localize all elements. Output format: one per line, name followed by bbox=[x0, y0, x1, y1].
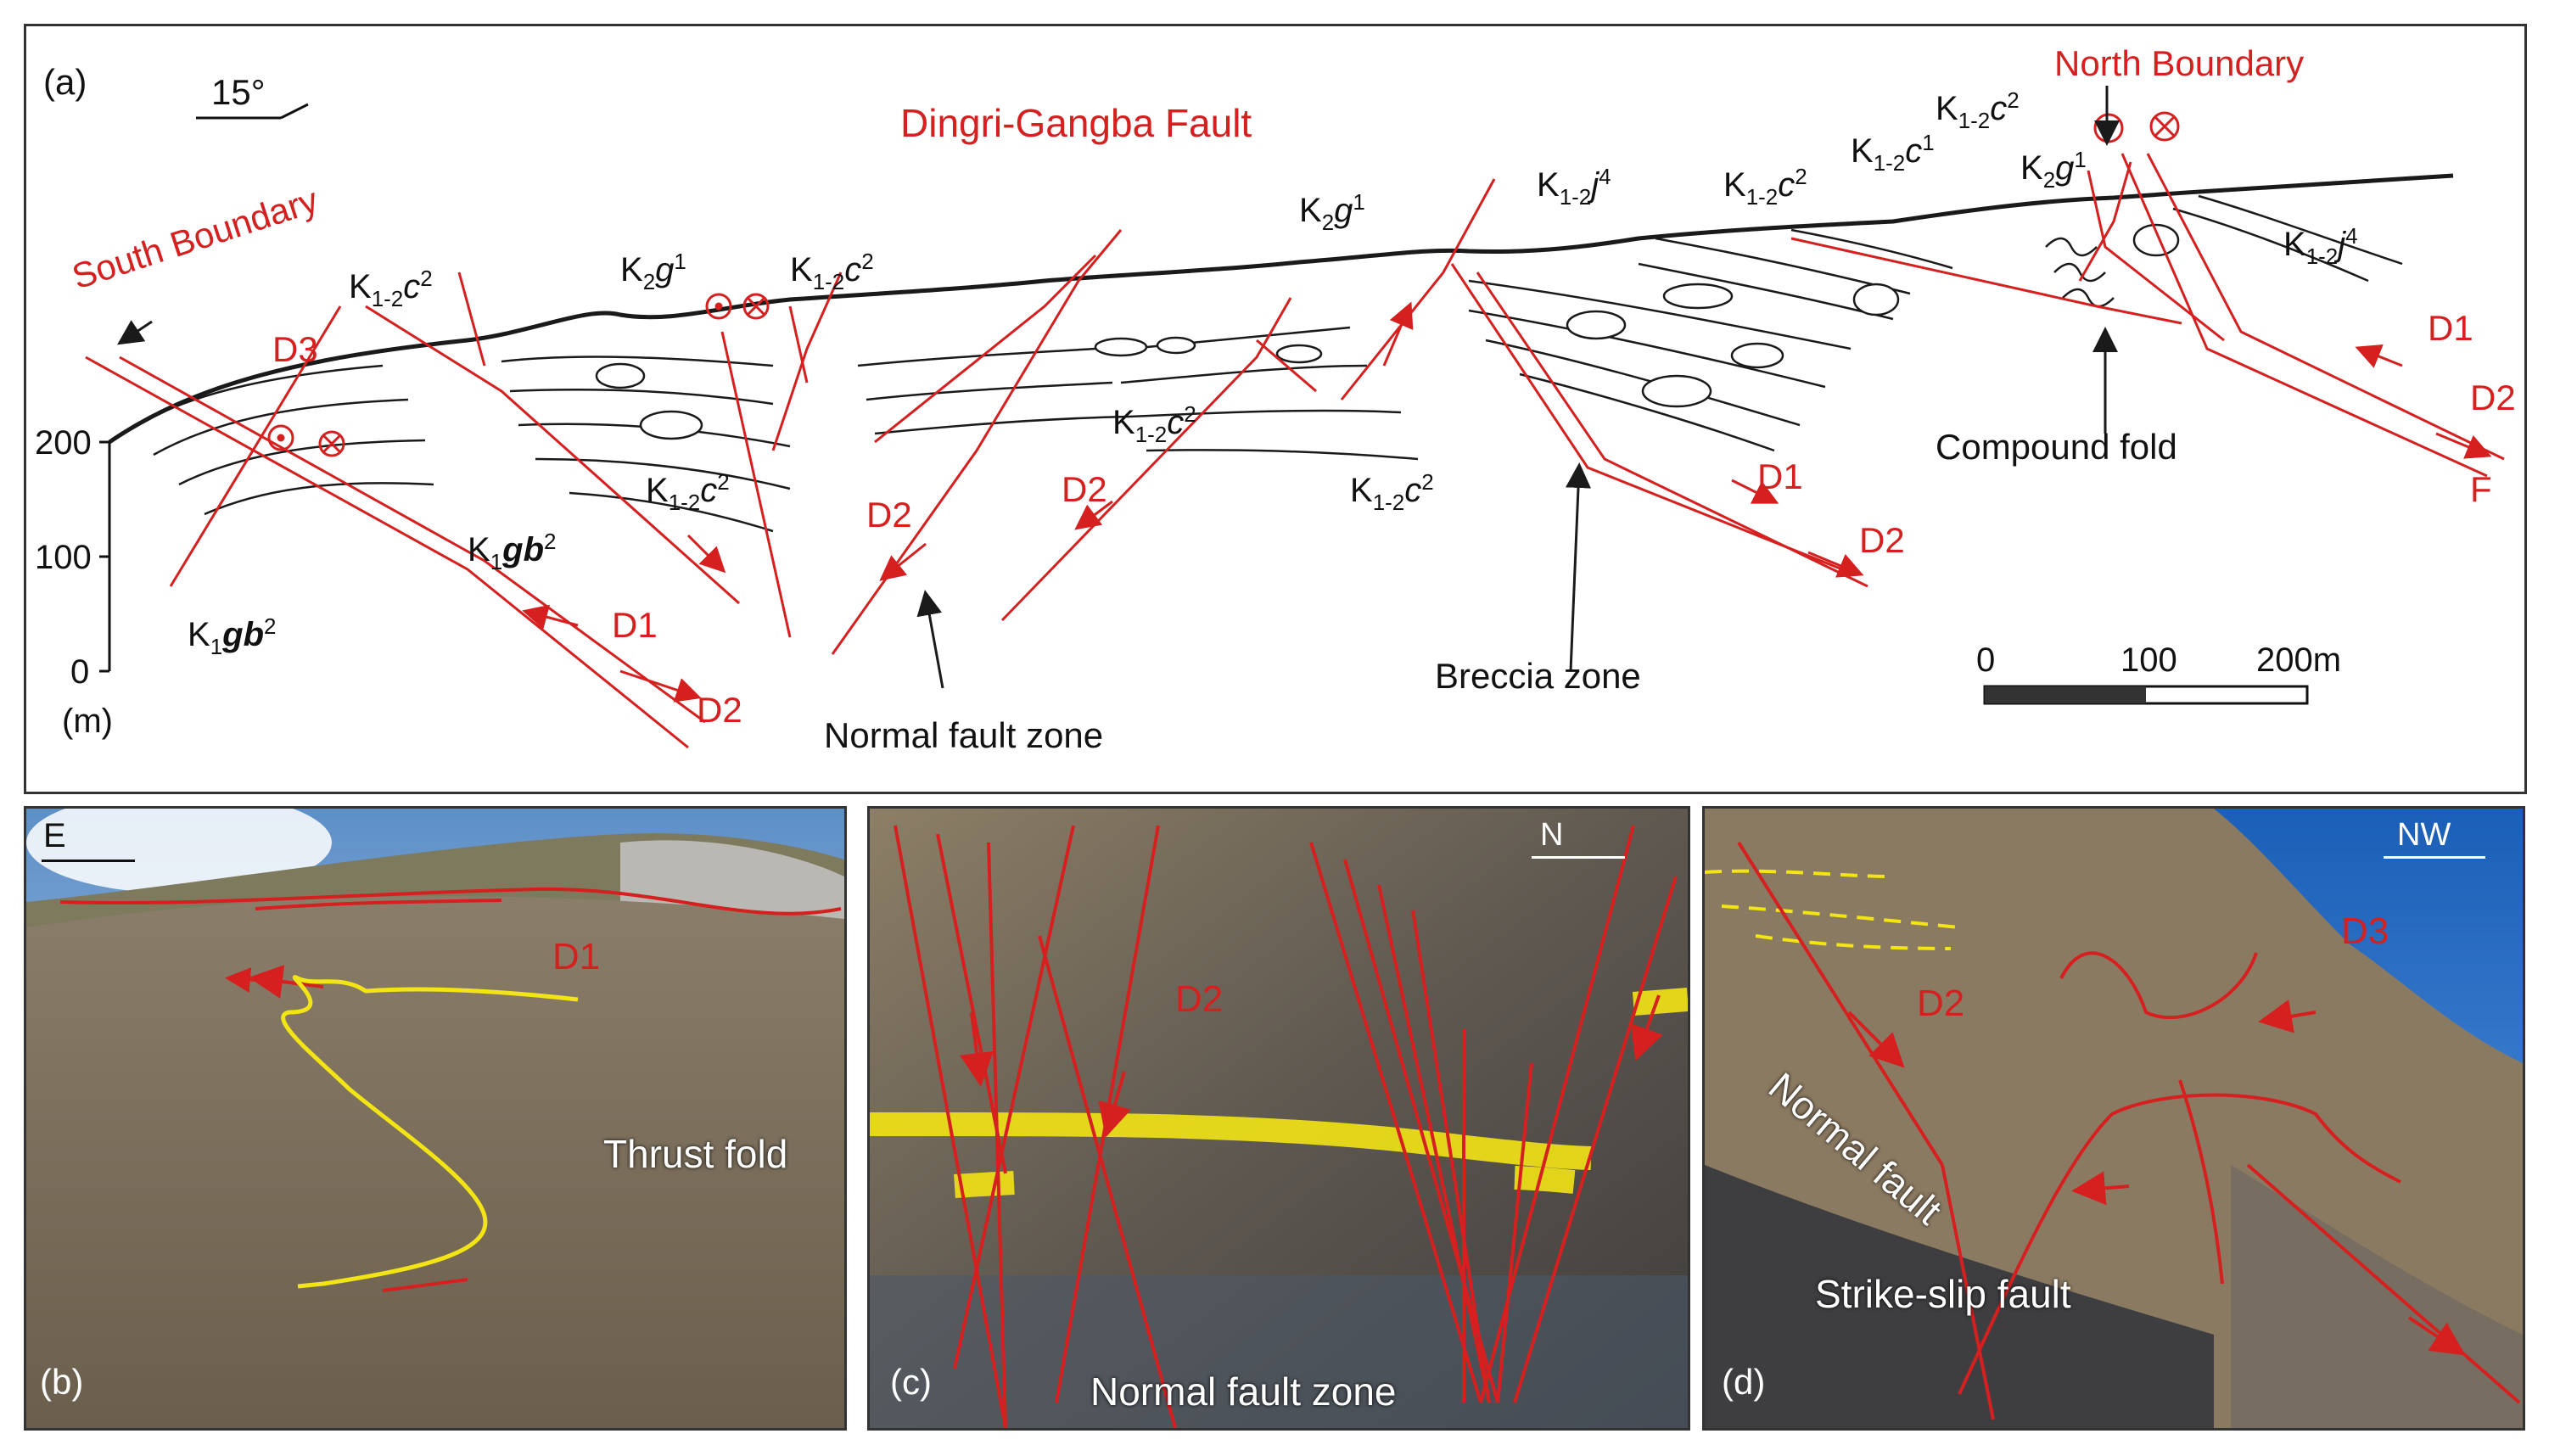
red-fault-trace bbox=[59, 887, 842, 916]
north-boundary-label: North Boundary bbox=[2054, 43, 2304, 83]
strata-label: K1gb2 bbox=[468, 529, 557, 574]
strike-slip-photo bbox=[1705, 809, 2523, 1428]
breccia-zone-label: Breccia zone bbox=[1435, 656, 1641, 696]
slip-arrows bbox=[960, 994, 1663, 1138]
strata-label: K1-2c2 bbox=[349, 266, 433, 311]
d1-arrow bbox=[225, 967, 282, 993]
strata-label: K1-2c2 bbox=[646, 469, 730, 515]
y-tick-label: 0 bbox=[70, 653, 89, 691]
dip-indicator: 15° bbox=[196, 72, 309, 120]
annotation-arrows bbox=[117, 86, 2120, 689]
strata-labels: K1-2c2 K2g1 K1-2c2 K1-2c2 K1gb2 K1gb2 K1… bbox=[188, 87, 2358, 659]
compound-fold-label: Compound fold bbox=[1936, 427, 2177, 467]
fault-title: Dingri-Gangba Fault bbox=[900, 101, 1252, 145]
panel-letter-a: (a) bbox=[43, 62, 87, 102]
strata-label: K1-2c2 bbox=[790, 249, 874, 294]
lens-symbols bbox=[595, 223, 2180, 440]
direction-arrow bbox=[2384, 856, 2485, 859]
label-f: F bbox=[2470, 469, 2492, 509]
bottom-arrow bbox=[382, 1278, 468, 1292]
strata-label: K1-2j4 bbox=[1537, 164, 1611, 210]
photo-panel-thrust-fold: (b) E D1 Thrust fold bbox=[24, 806, 847, 1431]
photo-panel-strike-slip: (d) NW D3 D2 Normal fault Strike-slip fa… bbox=[1702, 806, 2525, 1431]
label-d2: D2 bbox=[697, 690, 742, 730]
strata-label: K1-2j4 bbox=[2283, 223, 2358, 269]
cross-section-svg: (a) 15° Dingri-Gangba Fault 200 100 0 (m… bbox=[35, 43, 2516, 755]
red-normal-faults bbox=[894, 825, 1678, 1428]
strike-slip-caption: Strike-slip fault bbox=[1815, 1272, 2071, 1316]
thrust-arrow bbox=[249, 965, 324, 999]
thrust-fold-caption: Thrust fold bbox=[603, 1132, 788, 1176]
panel-letter-d: (d) bbox=[1722, 1362, 1766, 1402]
label-d2: D2 bbox=[1859, 520, 1905, 560]
direction-label-e: E bbox=[43, 817, 66, 854]
red-structural-lines bbox=[1737, 841, 2521, 1420]
label-d1-b: D1 bbox=[552, 936, 601, 977]
strata-label: K1-2c2 bbox=[1350, 469, 1434, 515]
direction-arrow bbox=[42, 860, 135, 862]
label-d1: D1 bbox=[1757, 456, 1803, 496]
strata-lines bbox=[136, 194, 2403, 533]
label-d2: D2 bbox=[866, 495, 912, 535]
label-d1: D1 bbox=[612, 605, 658, 645]
y-tick-label: 100 bbox=[35, 539, 92, 576]
south-boundary-label: South Boundary bbox=[67, 180, 322, 297]
yellow-fold-trace bbox=[281, 975, 579, 1289]
movement-arrows bbox=[1847, 1000, 2466, 1356]
direction-arrow bbox=[1532, 856, 1625, 859]
strata-label: K1-2c1 bbox=[1851, 130, 1935, 176]
label-d3-d: D3 bbox=[2341, 910, 2389, 952]
normal-fault-photo bbox=[870, 809, 1688, 1428]
strata-label: K2g1 bbox=[2020, 147, 2087, 193]
strata-label: K2g1 bbox=[1299, 189, 1365, 235]
fault-arrows bbox=[522, 301, 2492, 703]
panel-letter-b: (b) bbox=[40, 1362, 84, 1402]
label-d2-c: D2 bbox=[1175, 978, 1224, 1020]
y-axis: 200 100 0 (m) bbox=[35, 424, 113, 740]
svg-text:15°: 15° bbox=[211, 72, 266, 112]
label-d2-d: D2 bbox=[1917, 983, 1965, 1024]
strata-label: K1-2c2 bbox=[1936, 87, 2020, 133]
y-tick-label: 200 bbox=[35, 424, 92, 462]
normal-fault-zone-label: Normal fault zone bbox=[824, 715, 1103, 755]
topographic-surface bbox=[108, 173, 2454, 445]
direction-label-n: N bbox=[1540, 817, 1564, 853]
strata-label: K1-2c2 bbox=[1723, 164, 1807, 210]
strata-label: K2g1 bbox=[620, 249, 686, 294]
normal-fault-zone-caption: Normal fault zone bbox=[1090, 1369, 1397, 1414]
svg-text:100: 100 bbox=[2120, 641, 2177, 679]
panel-letter-c: (c) bbox=[890, 1362, 932, 1402]
yellow-bed-traces bbox=[1705, 869, 1960, 950]
cross-section-panel: (a) 15° Dingri-Gangba Fault 200 100 0 (m… bbox=[24, 24, 2527, 794]
photo-panel-normal-fault: (c) N D2 Normal fault zone bbox=[867, 806, 1690, 1431]
strata-label: K1gb2 bbox=[188, 613, 277, 659]
direction-label-nw: NW bbox=[2397, 817, 2451, 853]
thrust-fold-photo bbox=[26, 809, 844, 1428]
scale-bar: 0 100 200m bbox=[1976, 641, 2341, 705]
strata-label: K1-2c2 bbox=[1112, 401, 1196, 447]
label-d2: D2 bbox=[1062, 469, 1107, 509]
label-d2: D2 bbox=[2470, 378, 2516, 417]
label-d3: D3 bbox=[272, 329, 318, 369]
label-d1: D1 bbox=[2428, 308, 2473, 348]
y-unit-label: (m) bbox=[62, 703, 113, 740]
svg-text:0: 0 bbox=[1976, 641, 1995, 679]
svg-text:200m: 200m bbox=[2256, 641, 2341, 679]
compound-fold-sketch bbox=[2045, 237, 2115, 308]
